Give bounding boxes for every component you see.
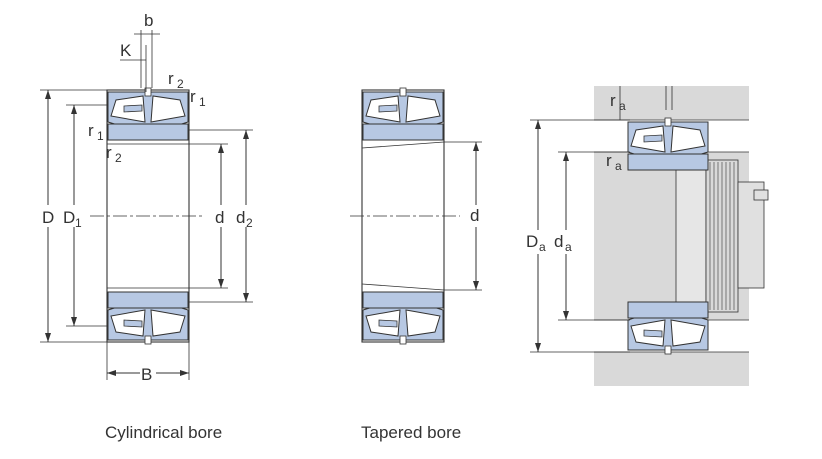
- bottom-section: [107, 291, 189, 345]
- label-tapered-d: d: [470, 206, 479, 225]
- svg-text:a: a: [565, 240, 572, 254]
- svg-text:a: a: [539, 240, 546, 254]
- label-B: B: [141, 365, 152, 384]
- label-D1: D: [63, 208, 75, 227]
- label-d: d: [215, 208, 224, 227]
- svg-text:1: 1: [75, 216, 82, 230]
- label-r1-left: r: [88, 121, 94, 140]
- label-K: K: [120, 41, 132, 60]
- svg-text:a: a: [615, 159, 622, 173]
- svg-text:2: 2: [115, 151, 122, 165]
- svg-text:1: 1: [199, 95, 206, 109]
- housing-bottom: [594, 352, 749, 386]
- svg-text:2: 2: [177, 77, 184, 91]
- label-ra-top: r: [610, 91, 616, 110]
- housing-top: [594, 86, 749, 120]
- mounted-bearing-drawing: r a r a D a d a: [526, 86, 769, 386]
- svg-text:a: a: [619, 99, 626, 113]
- label-r1-top: r: [190, 87, 196, 106]
- label-r2-top: r: [168, 69, 174, 88]
- svg-text:2: 2: [246, 216, 253, 230]
- label-ra-mid: r: [606, 151, 612, 170]
- top-section: [107, 87, 189, 141]
- label-D: D: [42, 208, 54, 227]
- label-da: d: [554, 232, 563, 251]
- caption-tapered-bore: Tapered bore: [361, 423, 461, 442]
- svg-text:1: 1: [97, 129, 104, 143]
- label-d2: d: [236, 208, 245, 227]
- label-b: b: [144, 11, 153, 30]
- cylindrical-bore-drawing: b K r 2 r 1 r 1 r 2 D D 1 d: [40, 11, 258, 442]
- caption-cylindrical-bore: Cylindrical bore: [105, 423, 222, 442]
- label-Da: D: [526, 232, 538, 251]
- label-r2-left: r: [106, 143, 112, 162]
- tapered-bore-drawing: d Tapered bore: [350, 87, 484, 442]
